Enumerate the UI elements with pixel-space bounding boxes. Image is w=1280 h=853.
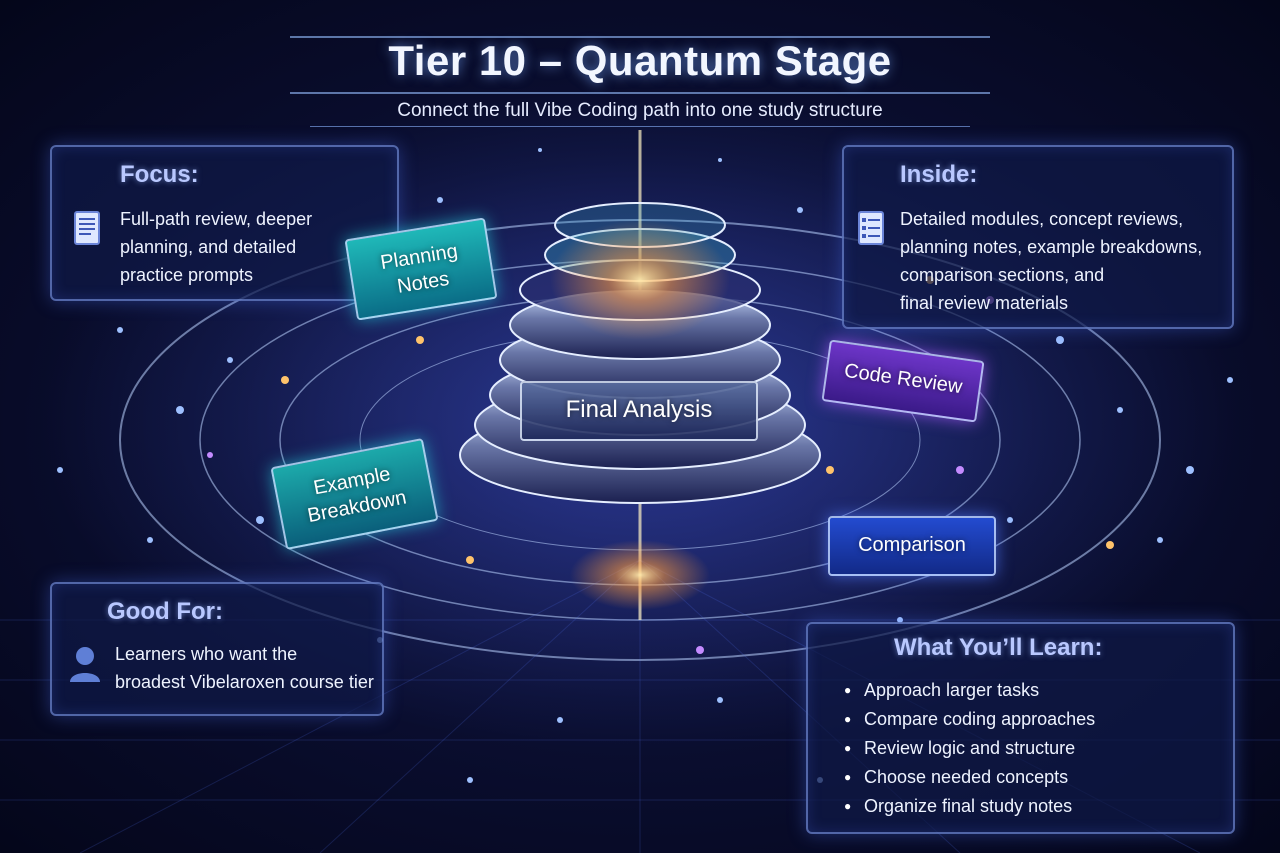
user-icon [70, 647, 100, 682]
subtitle-frame [310, 96, 970, 127]
learn-panel: What You’ll Learn: Approach larger tasks… [806, 622, 1235, 834]
checklist-icon [858, 211, 884, 245]
focus-panel: Focus: Full-path review, deeper planning… [50, 145, 399, 301]
good-for-text: Learners who want the broadest Vibelarox… [115, 640, 380, 696]
learn-list: Approach larger tasks Compare coding app… [844, 676, 1095, 821]
focus-line: practice prompts [120, 265, 254, 285]
inside-line: Detailed modules, concept reviews, [900, 209, 1184, 229]
learn-item: Organize final study notes [844, 792, 1095, 821]
inside-text: Detailed modules, concept reviews, plann… [900, 205, 1230, 317]
inside-line: comparison sections, and [900, 265, 1105, 285]
star-dots [57, 148, 1233, 783]
final-analysis-tag: Final Analysis [520, 381, 758, 441]
page-title: Tier 10 – Quantum Stage [388, 37, 892, 84]
learn-item: Review logic and structure [844, 734, 1095, 763]
inside-heading: Inside: [900, 161, 978, 188]
good-for-panel: Good For: Learners who want the broadest… [50, 582, 384, 716]
focus-heading: Focus: [120, 161, 199, 188]
document-icon [74, 211, 100, 245]
inside-line: planning notes, example breakdowns, [900, 237, 1203, 257]
good-for-line: broadest Vibelaroxen course tier [115, 672, 374, 692]
comparison-tag: Comparison [828, 516, 996, 576]
title-frame [290, 36, 990, 94]
good-for-line: Learners who want the [115, 644, 298, 664]
inside-line: final review materials [900, 293, 1069, 313]
focus-line: planning, and detailed [120, 237, 297, 257]
inside-panel: Inside: Detailed modules, concept review… [842, 145, 1234, 329]
learn-item: Approach larger tasks [844, 676, 1095, 705]
focus-text: Full-path review, deeper planning, and d… [120, 205, 390, 289]
focus-line: Full-path review, deeper [120, 209, 313, 229]
learn-item: Compare coding approaches [844, 705, 1095, 734]
learn-heading: What You’ll Learn: [894, 634, 1103, 661]
page-subtitle: Connect the full Vibe Coding path into o… [397, 100, 883, 121]
good-for-heading: Good For: [107, 598, 223, 625]
learn-item: Choose needed concepts [844, 763, 1095, 792]
